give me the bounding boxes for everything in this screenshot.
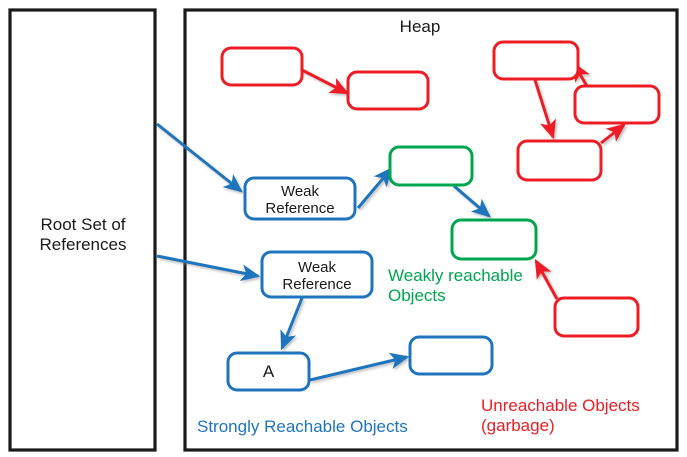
- edge-red1-to-red2: [299, 67, 350, 95]
- node-red6[interactable]: [553, 296, 640, 338]
- node-red3[interactable]: [492, 40, 580, 81]
- heap-title: Heap: [399, 17, 441, 36]
- edge-weakref2-to-node-a: [280, 297, 304, 351]
- legend-unreachable: Unreachable Objects (garbage): [481, 396, 640, 435]
- edge-root-to-weakref1: [156, 122, 243, 193]
- root-set-panel: [8, 8, 157, 452]
- edge-green1-to-green2: [453, 184, 491, 218]
- root-set-panel-label: Root Set of References: [39, 215, 127, 254]
- legend-weakly-reachable: Weakly reachable Objects: [388, 266, 523, 305]
- edge-red6-to-green2: [534, 258, 559, 300]
- node-weak-reference-2[interactable]: [260, 250, 374, 299]
- edge-root-to-weakref2: [156, 254, 261, 281]
- node-blue-empty[interactable]: [408, 335, 494, 376]
- edge-red5-to-red4: [600, 123, 626, 145]
- legend-strongly-reachable: Strongly Reachable Objects: [197, 417, 408, 436]
- node-red2[interactable]: [346, 70, 430, 111]
- node-green2[interactable]: [450, 218, 538, 261]
- node-red1[interactable]: [220, 46, 304, 87]
- node-green1[interactable]: [388, 145, 474, 187]
- node-a[interactable]: [226, 351, 311, 392]
- node-red4[interactable]: [573, 84, 661, 125]
- edge-weakref1-to-green1: [356, 167, 393, 209]
- node-weak-reference-1[interactable]: [243, 176, 357, 221]
- node-red5[interactable]: [516, 139, 603, 182]
- edge-red3-to-red5: [533, 79, 556, 140]
- edge-node-a-to-blue-empty: [309, 352, 410, 382]
